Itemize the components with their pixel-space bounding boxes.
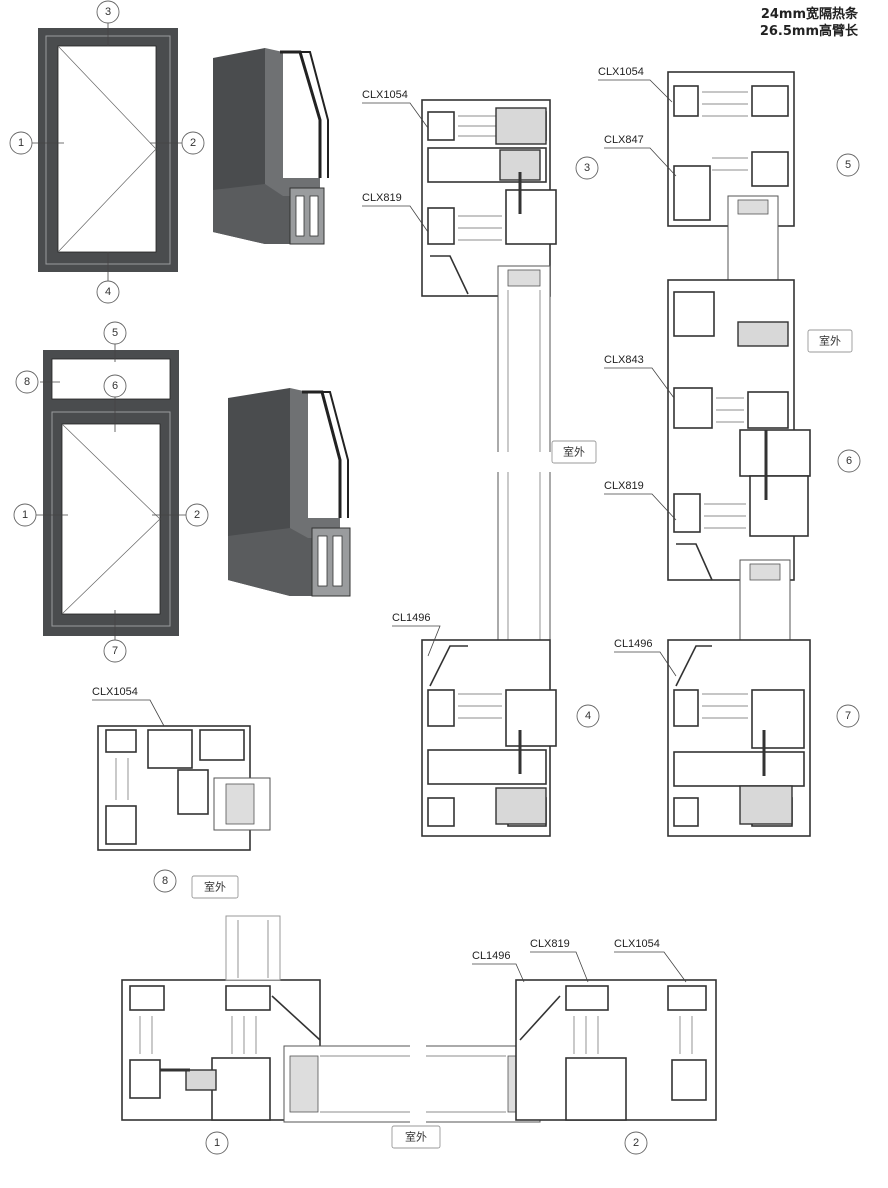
outdoor-label-bottom: 室外: [391, 1125, 441, 1149]
section-horizontal: [121, 915, 717, 1130]
title-line-1: 24mm宽隔热条: [761, 6, 859, 22]
section-casement-vertical: [421, 99, 557, 837]
code-clx1054-right: CLX1054: [598, 66, 644, 78]
svg-text:室外: 室外: [563, 445, 585, 459]
svg-text:4: 4: [585, 710, 591, 722]
code-clx1054-center: CLX1054: [362, 89, 408, 101]
svg-text:5: 5: [112, 327, 118, 339]
svg-text:8: 8: [24, 376, 30, 388]
callout-1-top: 1: [9, 131, 33, 155]
outdoor-label-right: 室外: [807, 329, 853, 353]
corner-profile-3d-2: [228, 388, 351, 597]
elevation-transom-window: [36, 342, 186, 640]
outdoor-label-detail: 室外: [191, 875, 239, 899]
callout-2-mid: 2: [185, 503, 209, 527]
svg-text:6: 6: [846, 455, 852, 467]
callout-4-top: 4: [96, 280, 120, 304]
callout-8-mid: 8: [15, 370, 39, 394]
svg-text:2: 2: [194, 509, 200, 521]
section-transom-detail: [97, 725, 271, 851]
callout-7-mid: 7: [103, 639, 127, 663]
code-clx819-right: CLX819: [604, 480, 644, 492]
svg-text:1: 1: [214, 1137, 220, 1149]
code-clx1054-bottom: CLX1054: [614, 938, 660, 950]
svg-text:7: 7: [845, 710, 851, 722]
svg-text:3: 3: [584, 162, 590, 174]
svg-text:8: 8: [162, 875, 168, 887]
code-cl1496-bottom: CL1496: [472, 950, 511, 962]
svg-text:5: 5: [845, 159, 851, 171]
opening-direction-line: [57, 45, 157, 253]
outdoor-label-center: 室外: [551, 440, 597, 464]
svg-text:1: 1: [22, 509, 28, 521]
svg-text:1: 1: [18, 137, 24, 149]
callout-4-section: 4: [576, 704, 600, 728]
callout-1-bottom: 1: [205, 1131, 229, 1155]
svg-text:室外: 室外: [819, 334, 841, 348]
code-clx843: CLX843: [604, 354, 644, 366]
callout-8-section: 8: [153, 869, 177, 893]
callout-5-section: 5: [836, 153, 860, 177]
code-cl1496-right: CL1496: [614, 638, 653, 650]
glass-pane: [57, 45, 157, 253]
svg-text:2: 2: [190, 137, 196, 149]
code-leaders: [92, 79, 687, 983]
code-cl1496-center: CL1496: [392, 612, 431, 624]
callout-3-section: 3: [575, 156, 599, 180]
svg-text:室外: 室外: [405, 1130, 427, 1144]
corner-profile-3d-1: [213, 48, 329, 245]
callout-2-top: 2: [181, 131, 205, 155]
elevation-casement-window: [32, 20, 182, 282]
callout-1-mid: 1: [13, 503, 37, 527]
section-transom-vertical: [667, 71, 811, 837]
callout-6-mid: 6: [103, 374, 127, 398]
sash-glass: [61, 423, 161, 615]
callout-2-bottom: 2: [624, 1131, 648, 1155]
title-line-2: 26.5mm高臂长: [760, 23, 859, 39]
callout-7-section: 7: [836, 704, 860, 728]
svg-text:6: 6: [112, 380, 118, 392]
code-clx819-bottom: CLX819: [530, 938, 570, 950]
code-clx1054-detail: CLX1054: [92, 686, 138, 698]
svg-text:7: 7: [112, 645, 118, 657]
callout-6-section: 6: [837, 449, 861, 473]
svg-text:4: 4: [105, 286, 111, 298]
svg-text:室外: 室外: [204, 880, 226, 894]
code-clx847: CLX847: [604, 134, 644, 146]
svg-text:3: 3: [105, 6, 111, 18]
svg-text:2: 2: [633, 1137, 639, 1149]
code-clx819-center: CLX819: [362, 192, 402, 204]
callout-5-mid: 5: [103, 321, 127, 345]
callout-3-top: 3: [96, 0, 120, 24]
